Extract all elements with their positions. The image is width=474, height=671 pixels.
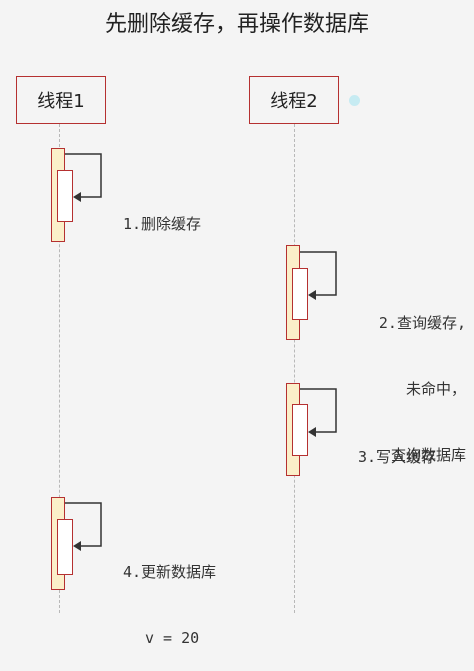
step-2-label: 2.查询缓存, 未命中， 查询数据库 [379, 268, 466, 488]
arrowhead-step-2 [308, 290, 316, 300]
activation-bar-step-3-nested [292, 404, 308, 456]
arrowhead-step-1 [73, 192, 81, 202]
self-call-arrow-step-1 [65, 153, 102, 198]
step-1-label: 1.删除缓存 [123, 169, 201, 257]
arrowhead-step-3 [308, 427, 316, 437]
lifeline-thread-2 [294, 124, 295, 613]
participant-thread-1-label: 线程1 [37, 91, 85, 112]
self-call-arrow-step-3 [300, 388, 337, 433]
self-call-arrow-step-2 [300, 251, 337, 296]
activation-bar-step-1-nested [57, 170, 73, 222]
step-2-line-2: 未命中， [405, 380, 466, 398]
participant-thread-1: 线程1 [16, 76, 106, 124]
step-3-line-1: 3.写入缓存 [358, 448, 437, 466]
self-call-arrow-step-4 [65, 502, 102, 547]
step-4-line-1: 4.更新数据库 [123, 563, 217, 581]
arrowhead-step-4 [73, 541, 81, 551]
diagram-title: 先删除缓存，再操作数据库 [104, 12, 369, 37]
step-2-line-1: 2.查询缓存, [378, 314, 466, 332]
activation-bar-step-4-nested [57, 519, 73, 575]
lifeline-thread-1 [59, 124, 60, 613]
step-1-line-1: 1.删除缓存 [123, 215, 202, 233]
step-4-label: 4.更新数据库 v = 20 [123, 517, 216, 671]
step-4-line-2: v = 20 [145, 629, 200, 647]
decorative-dot [349, 95, 360, 106]
self-call-arrows [65, 153, 337, 551]
participant-thread-2: 线程2 [249, 76, 339, 124]
activation-bar-step-2-nested [292, 268, 308, 320]
step-3-label: 3.写入缓存 [358, 402, 436, 490]
step-2-line-3: 查询数据库 [390, 446, 466, 464]
participant-thread-2-label: 线程2 [270, 91, 318, 112]
